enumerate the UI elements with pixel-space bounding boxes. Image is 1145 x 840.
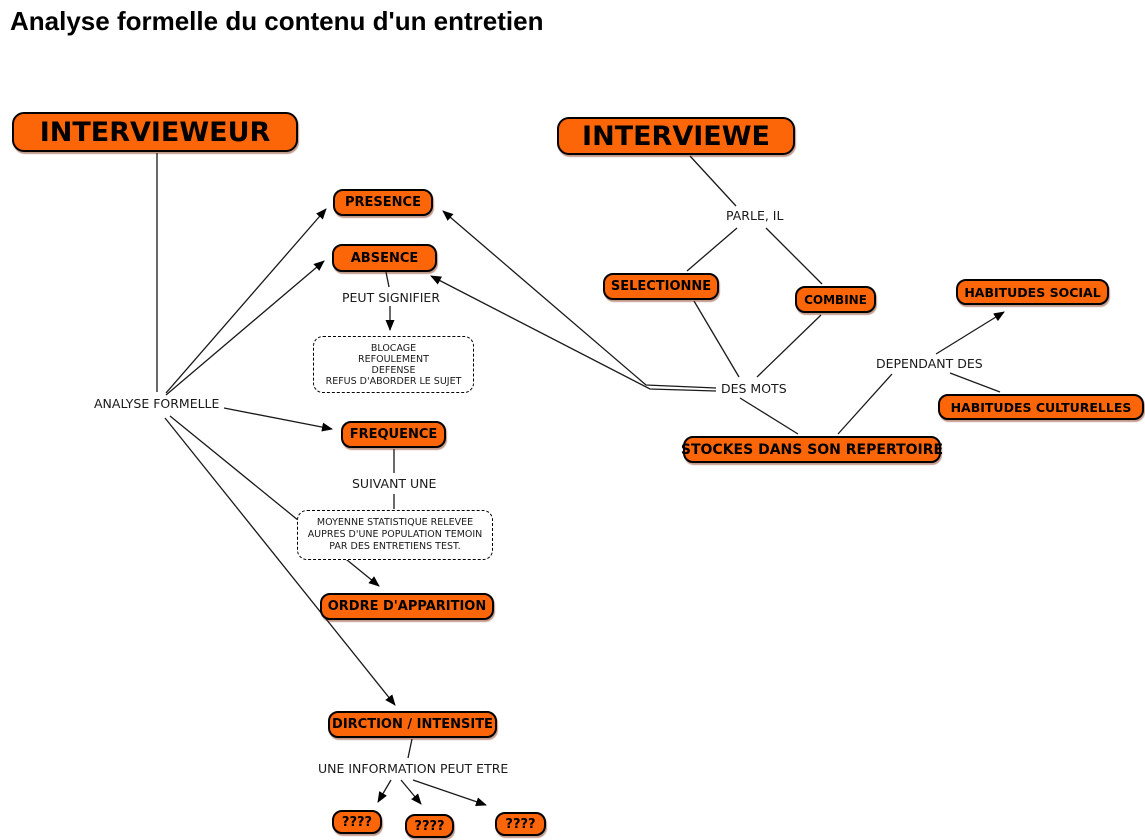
node-unknown-2-label: ???? bbox=[414, 818, 445, 834]
note-line: AUPRES D'UNE POPULATION TEMOIN bbox=[307, 529, 483, 540]
node-presence[interactable]: PRESENCE bbox=[333, 189, 433, 216]
node-frequence-label: FREQUENCE bbox=[349, 427, 438, 442]
node-absence[interactable]: ABSENCE bbox=[332, 244, 437, 272]
edge-label-parle-il[interactable]: PARLE, IL bbox=[726, 208, 784, 223]
node-unknown-1-label: ???? bbox=[341, 814, 373, 830]
edge-label-dependant-des[interactable]: DEPENDANT DES bbox=[876, 356, 983, 371]
node-unknown-3[interactable]: ???? bbox=[495, 812, 546, 836]
node-habitudes-culturelles-label: HABITUDES CULTURELLES bbox=[950, 399, 1132, 415]
note-line: REFUS D'ABORDER LE SUJET bbox=[325, 375, 462, 387]
note-line: BLOCAGE bbox=[370, 342, 417, 354]
node-presence-label: PRESENCE bbox=[345, 195, 421, 210]
edge-label-analyse-formelle[interactable]: ANALYSE FORMELLE bbox=[94, 396, 220, 411]
node-stockes[interactable]: STOCKES DANS SON REPERTOIRE bbox=[680, 436, 944, 463]
node-unknown-1[interactable]: ???? bbox=[332, 810, 382, 834]
edge-label-une-information[interactable]: UNE INFORMATION PEUT ETRE bbox=[318, 761, 509, 776]
node-ordre-apparition[interactable]: ORDRE D'APPARITION bbox=[320, 593, 494, 620]
map-title: Analyse formelle du contenu d'un entreti… bbox=[10, 6, 544, 36]
node-combine[interactable]: COMBINE bbox=[795, 286, 876, 313]
note-line: PAR DES ENTRETIENS TEST. bbox=[329, 541, 461, 552]
node-ordre-apparition-label: ORDRE D'APPARITION bbox=[327, 599, 487, 614]
note-line: DEFENSE bbox=[371, 364, 416, 376]
note-peut-signifier[interactable]: BLOCAGE REFOULEMENT DEFENSE REFUS D'ABOR… bbox=[313, 336, 474, 393]
note-line: MOYENNE STATISTIQUE RELEVEE bbox=[316, 517, 474, 528]
node-habitudes-culturelles[interactable]: HABITUDES CULTURELLES bbox=[938, 394, 1144, 420]
edge-label-suivant-une[interactable]: SUIVANT UNE bbox=[352, 476, 437, 491]
node-selectionne-label: SELECTIONNE bbox=[610, 279, 712, 294]
node-absence-label: ABSENCE bbox=[350, 250, 419, 266]
edge-label-peut-signifier[interactable]: PEUT SIGNIFIER bbox=[342, 290, 440, 305]
node-direction-intensite-label: DIRCTION / INTENSITE bbox=[332, 717, 493, 732]
node-habitudes-social-label: HABITUDES SOCIAL bbox=[964, 284, 1101, 300]
node-frequence[interactable]: FREQUENCE bbox=[341, 421, 446, 448]
node-direction-intensite[interactable]: DIRCTION / INTENSITE bbox=[328, 711, 497, 738]
node-interviewer-label: INTERVIEWEUR bbox=[39, 116, 271, 148]
node-unknown-2[interactable]: ???? bbox=[405, 814, 454, 838]
node-combine-label: COMBINE bbox=[804, 292, 867, 307]
node-unknown-3-label: ???? bbox=[505, 816, 536, 832]
note-moyenne-statistique[interactable]: MOYENNE STATISTIQUE RELEVEE AUPRES D'UNE… bbox=[297, 510, 493, 560]
node-interviewee-label: INTERVIEWE bbox=[582, 120, 770, 152]
node-interviewer[interactable]: INTERVIEWEUR bbox=[12, 112, 298, 152]
note-line: REFOULEMENT bbox=[358, 353, 429, 365]
edge-label-des-mots[interactable]: DES MOTS bbox=[721, 381, 787, 396]
node-interviewee[interactable]: INTERVIEWE bbox=[557, 117, 795, 155]
node-stockes-label: STOCKES DANS SON REPERTOIRE bbox=[680, 441, 944, 458]
node-selectionne[interactable]: SELECTIONNE bbox=[603, 273, 719, 300]
node-habitudes-social[interactable]: HABITUDES SOCIAL bbox=[956, 279, 1109, 305]
